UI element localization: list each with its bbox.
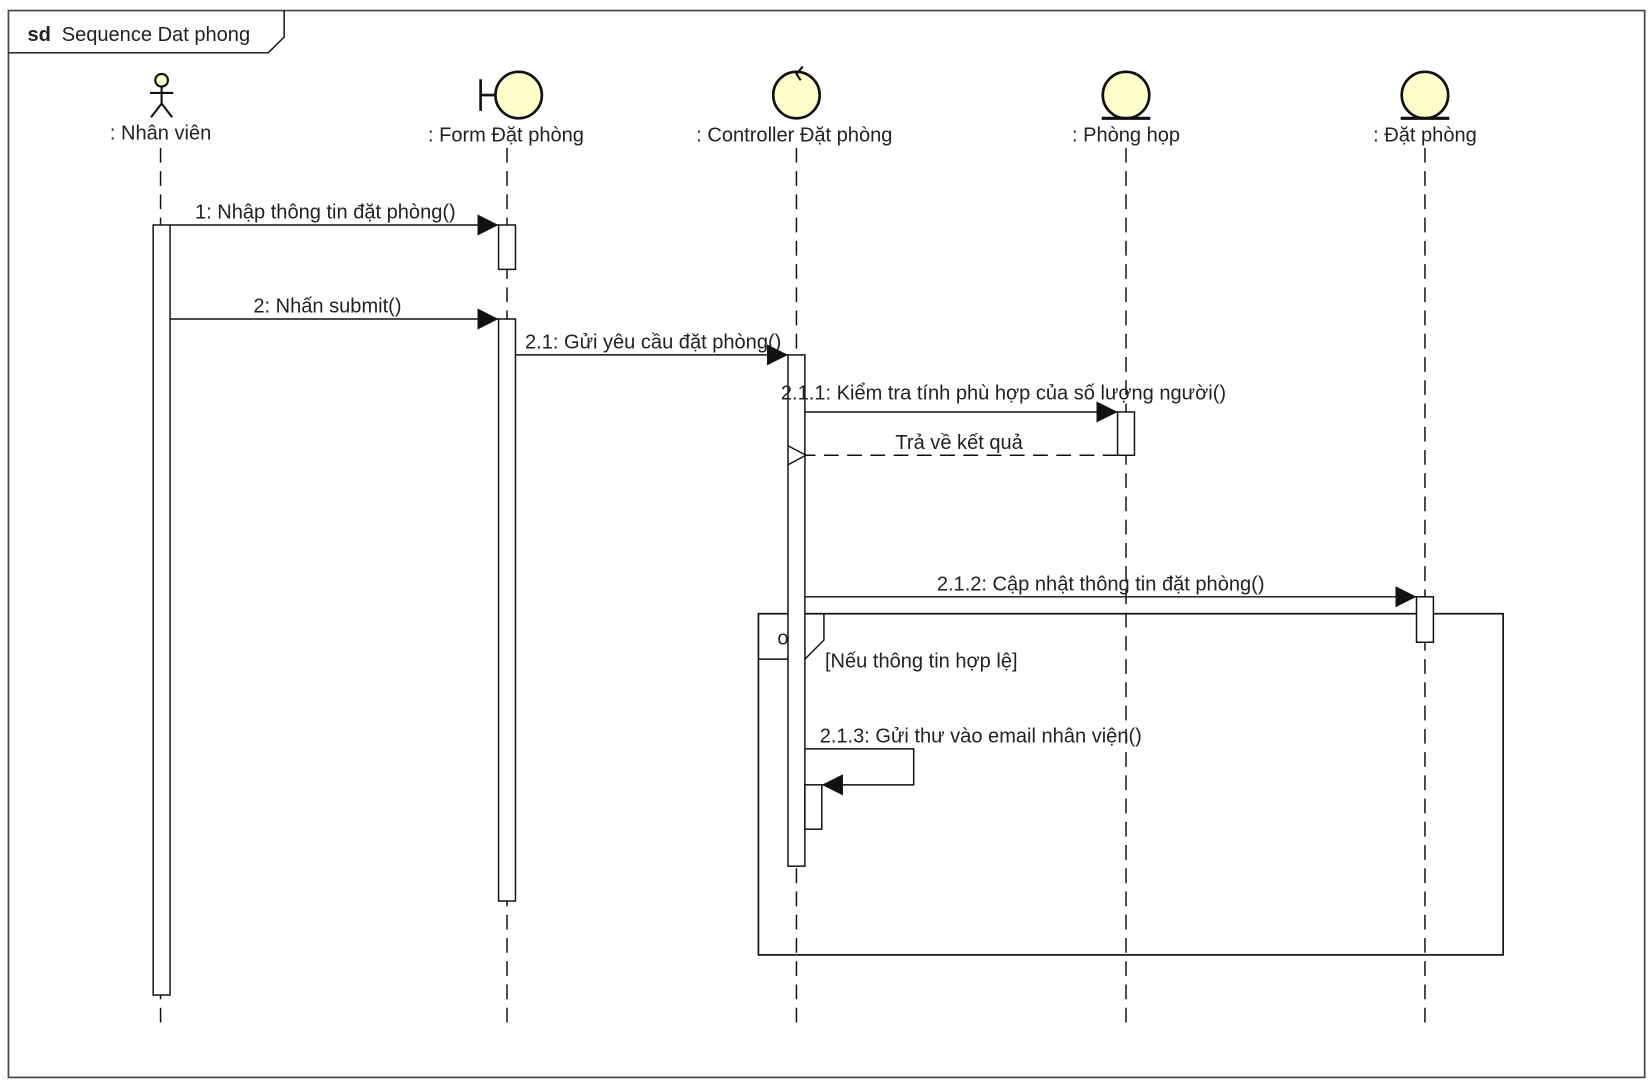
entity-icon <box>1101 70 1151 120</box>
message-2-1-2[interactable]: 2.1.2: Cập nhật thông tin đặt phòng() <box>804 573 1417 608</box>
frame-title-tab <box>8 10 285 54</box>
message-label: 2.1.1: Kiểm tra tính phù hợp của số lượn… <box>781 382 1226 404</box>
message-2-1-3-self[interactable]: 2.1.3: Gửi thư vào email nhân viện() <box>804 726 1142 796</box>
message-2-1[interactable]: 2.1: Gửi yêu cầu đặt phòng() <box>515 332 788 366</box>
fragment-guard: [Nếu thông tin hợp lệ] <box>825 651 1018 673</box>
message-1[interactable]: 1: Nhập thông tin đặt phòng() <box>170 202 499 236</box>
frame-title: sd Sequence Dat phong <box>27 24 250 46</box>
message-label: 2: Nhấn submit() <box>253 296 401 318</box>
activation-form-2 <box>497 318 517 902</box>
lifeline-label-controller[interactable]: : Controller Đặt phòng <box>696 125 892 147</box>
activation-datphong <box>1415 596 1435 643</box>
message-label: 2.1.2: Cập nhật thông tin đặt phòng() <box>937 573 1265 595</box>
activation-phonghop <box>1116 411 1136 457</box>
lifeline-label-datphong[interactable]: : Đặt phòng <box>1373 125 1477 147</box>
diagram-frame <box>7 9 1646 1079</box>
message-2-1-1[interactable]: 2.1.1: Kiểm tra tính phù hợp của số lượn… <box>781 382 1226 423</box>
reply-message[interactable]: Trả về kết quả <box>806 432 1118 455</box>
activation-nhanvien <box>152 224 171 996</box>
message-label: Trả về kết quả <box>895 432 1023 454</box>
control-icon <box>771 65 822 120</box>
activation-controller-self <box>804 784 823 830</box>
fragment-operator-tab <box>758 613 825 660</box>
activation-form-1 <box>497 224 517 271</box>
message-label: 2.1.3: Gửi thư vào email nhân viện() <box>820 726 1142 748</box>
activation-controller <box>787 354 806 867</box>
entity-icon <box>1400 70 1450 120</box>
message-label: 2.1: Gửi yêu cầu đặt phòng() <box>525 332 781 354</box>
message-2[interactable]: 2: Nhấn submit() <box>170 296 499 330</box>
frame-title-text: Sequence Dat phong <box>62 24 250 46</box>
lifeline-label-phonghop[interactable]: : Phòng họp <box>1072 125 1180 147</box>
actor-icon <box>149 72 174 118</box>
frame-keyword: sd <box>27 24 50 46</box>
message-label: 1: Nhập thông tin đặt phòng() <box>195 202 456 224</box>
lifeline-label-nhanvien[interactable]: : Nhân viên <box>110 122 211 144</box>
boundary-icon <box>479 70 544 120</box>
lifeline-label-form[interactable]: : Form Đặt phòng <box>428 125 584 147</box>
